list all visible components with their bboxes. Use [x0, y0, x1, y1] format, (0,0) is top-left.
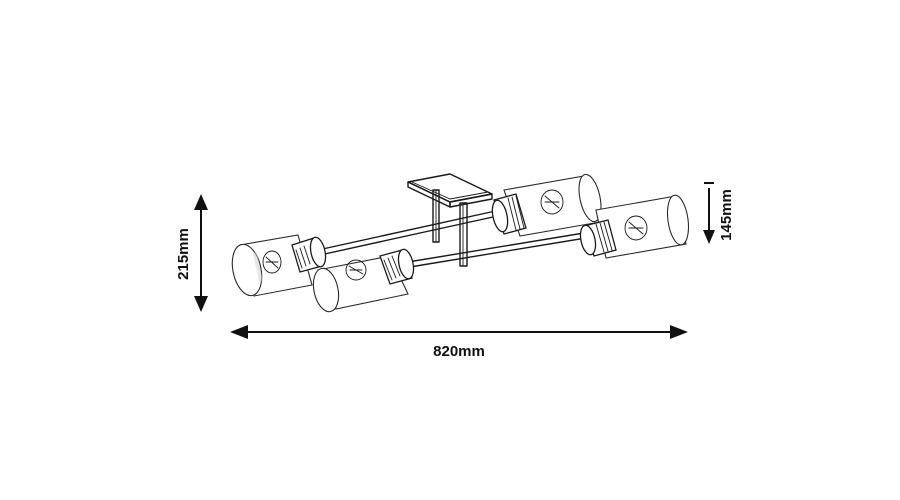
mount-stems	[432, 189, 468, 267]
ceiling-mount-plate	[407, 173, 493, 208]
width-total-label: 820mm	[433, 343, 485, 360]
lamp-socket-3	[491, 193, 527, 235]
height-total-dimension: 215mm	[175, 194, 208, 312]
height-total-label: 215mm	[175, 228, 192, 280]
lamp-socket-1	[291, 236, 327, 273]
height-body-label: 145mm	[718, 189, 735, 241]
lamp-socket-2	[379, 248, 415, 285]
width-total-dimension: 820mm	[230, 325, 688, 360]
height-body-dimension: 145mm	[703, 182, 735, 244]
lamp-socket-4	[579, 219, 617, 257]
